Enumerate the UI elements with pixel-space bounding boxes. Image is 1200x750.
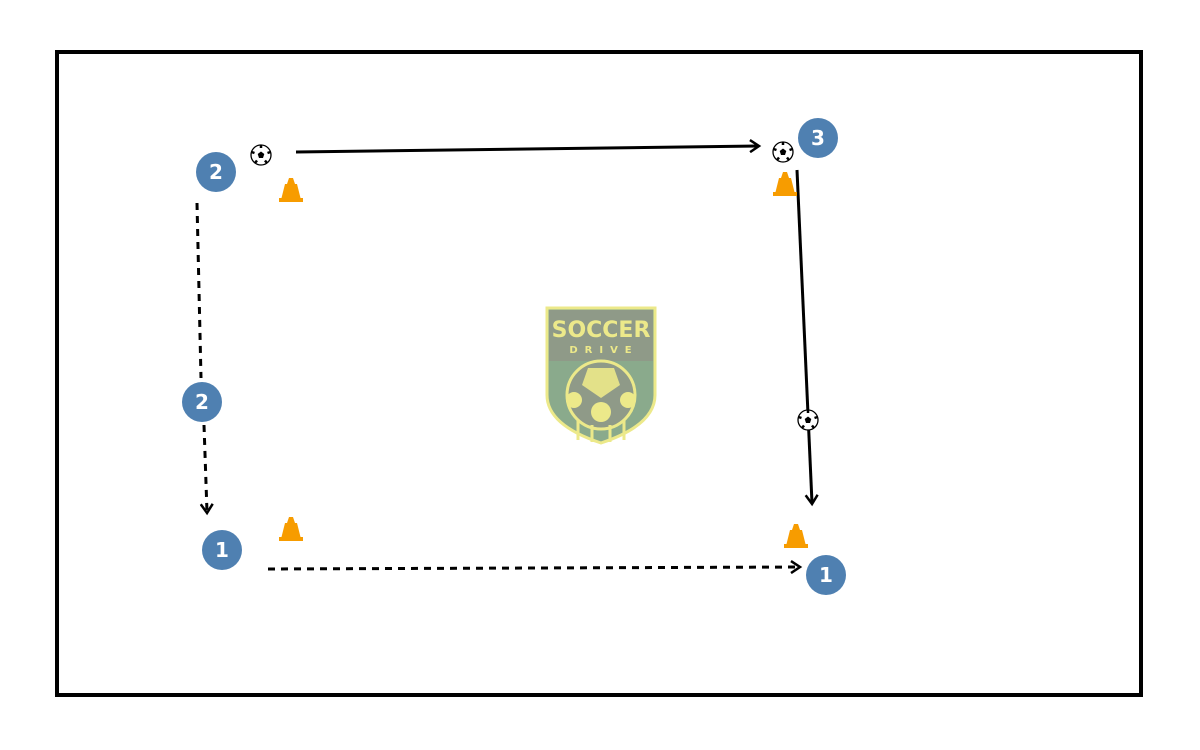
player-marker: 1 (806, 555, 846, 595)
player-marker: 2 (196, 152, 236, 192)
soccer-ball-icon (771, 140, 795, 164)
run-arrow-bottom (267, 567, 799, 569)
soccer-drive-logo: SOCCER DRIVE (545, 306, 657, 445)
player-marker: 1 (202, 530, 242, 570)
soccer-ball-icon (249, 143, 273, 167)
player-marker: 3 (798, 118, 838, 158)
soccer-ball-icon (796, 408, 820, 432)
player-number: 1 (215, 538, 229, 562)
player-number: 2 (209, 160, 223, 184)
run-arrow-left-lower (204, 424, 207, 512)
logo-subtext: DRIVE (569, 345, 638, 356)
player-marker: 2 (182, 382, 222, 422)
player-number: 3 (811, 126, 825, 150)
player-number: 2 (195, 390, 209, 414)
run-line-left-upper (195, 202, 203, 379)
pass-arrow-right (795, 169, 812, 503)
player-number: 1 (819, 563, 833, 587)
pass-arrow-top (295, 146, 758, 154)
logo-text: SOCCER (552, 318, 651, 343)
